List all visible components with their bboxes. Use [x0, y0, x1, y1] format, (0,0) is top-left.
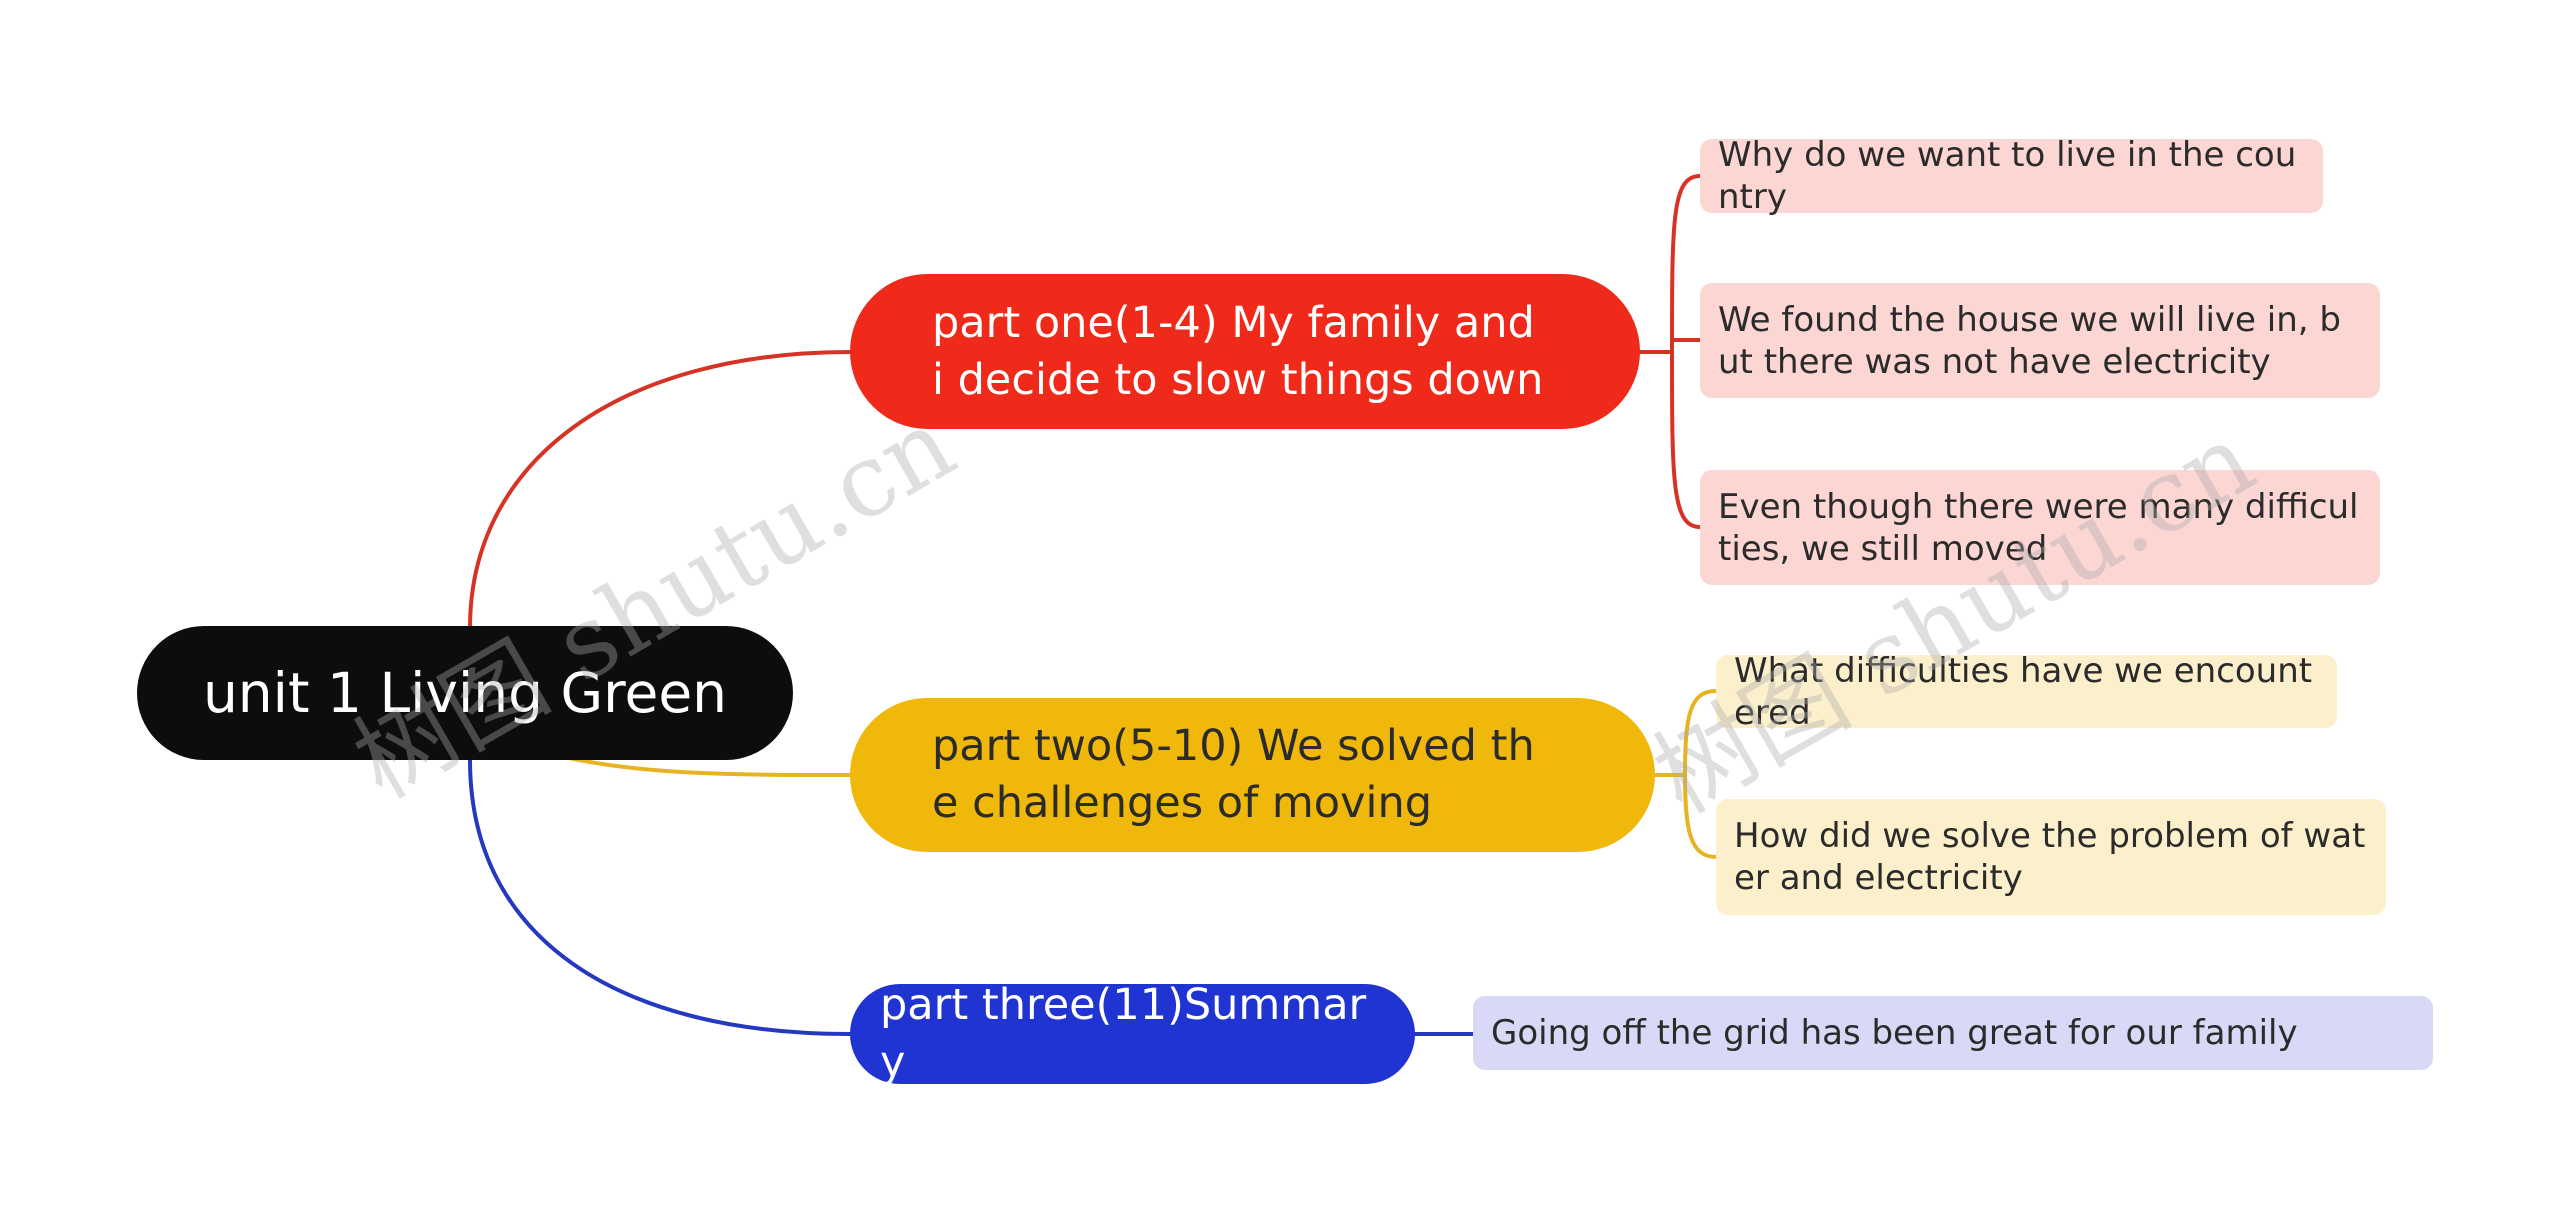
connector-part-one-leaf-1: [1670, 174, 1702, 354]
connector-root-part-two: [558, 754, 852, 777]
root-label: unit 1 Living Green: [202, 661, 728, 725]
branch-part-three[interactable]: part three(11)Summary: [850, 980, 1415, 1087]
leaf-label: What difficulties have we encountered: [1734, 650, 2313, 733]
connector-part-two-leaf-1: [1683, 689, 1718, 777]
leaf-why-country[interactable]: Why do we want to live in the country: [1700, 135, 2323, 217]
connector-part-one-leaf-3: [1670, 350, 1702, 529]
branch-label: part one(1-4) My family and i decide to …: [932, 297, 1544, 405]
branch-part-one[interactable]: part one(1-4) My family and i decide to …: [850, 274, 1640, 429]
root-node[interactable]: unit 1 Living Green: [137, 626, 793, 760]
leaf-label: How did we solve the problem of water an…: [1734, 816, 2366, 898]
connector-root-part-three: [468, 758, 852, 1036]
leaf-label: We found the house we will live in, but …: [1718, 299, 2341, 382]
connector-root-part-one: [468, 350, 852, 630]
leaf-found-house[interactable]: We found the house we will live in, but …: [1700, 283, 2380, 398]
branch-label: part three(11)Summary: [880, 980, 1367, 1087]
leaf-water-electricity[interactable]: How did we solve the problem of water an…: [1716, 799, 2386, 915]
leaf-difficulties[interactable]: What difficulties have we encountered: [1716, 651, 2337, 733]
leaf-label: Why do we want to live in the country: [1718, 135, 2297, 217]
leaf-off-grid[interactable]: Going off the grid has been great for ou…: [1473, 996, 2433, 1070]
branch-part-two[interactable]: part two(5-10) We solved the challenges …: [850, 698, 1655, 852]
connector-part-two-leaf-2: [1683, 773, 1718, 859]
leaf-label: Going off the grid has been great for ou…: [1491, 1013, 2298, 1053]
branch-label: part two(5-10) We solved the challenges …: [932, 721, 1535, 828]
leaf-still-moved[interactable]: Even though there were many difficulties…: [1700, 470, 2380, 585]
leaf-label: Even though there were many difficulties…: [1718, 486, 2359, 569]
